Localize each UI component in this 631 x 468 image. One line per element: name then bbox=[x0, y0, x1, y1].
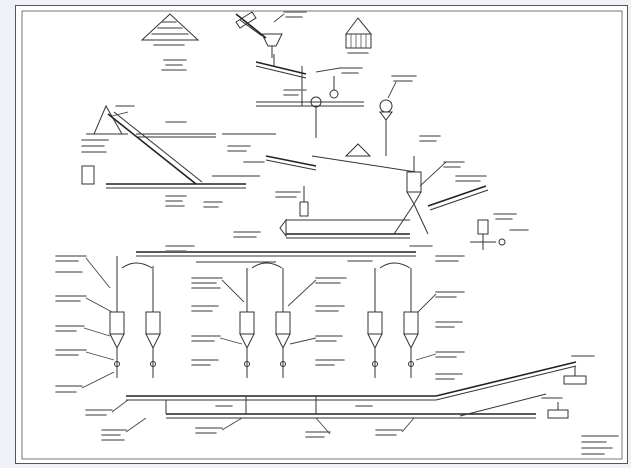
feed-hopper bbox=[235, 11, 307, 58]
stockpile bbox=[86, 104, 135, 135]
left-callouts bbox=[55, 255, 115, 393]
title-triangle bbox=[140, 13, 200, 46]
right-callouts bbox=[347, 255, 465, 380]
inclined-conveyor bbox=[107, 111, 216, 185]
end-tanks bbox=[541, 355, 595, 419]
upper-conveyors bbox=[255, 54, 364, 107]
right-chute bbox=[427, 175, 489, 211]
bottom-callouts bbox=[85, 399, 415, 441]
distribution-header bbox=[136, 231, 416, 263]
mid-callouts bbox=[191, 277, 347, 366]
processing-units bbox=[109, 256, 419, 378]
central-cyclone bbox=[393, 135, 465, 235]
left-feed-line bbox=[81, 139, 260, 208]
drawing-border bbox=[21, 10, 623, 460]
middle-belt bbox=[222, 133, 417, 173]
secondary-header bbox=[275, 186, 433, 247]
pump-station bbox=[470, 213, 529, 250]
drawing-sheet bbox=[15, 5, 628, 464]
collection-pipe bbox=[126, 361, 577, 419]
building-icon bbox=[345, 17, 373, 54]
process-flow-diagram bbox=[21, 10, 623, 460]
separator-cluster bbox=[310, 67, 417, 156]
title-block bbox=[581, 435, 619, 455]
title-notes bbox=[161, 59, 187, 71]
